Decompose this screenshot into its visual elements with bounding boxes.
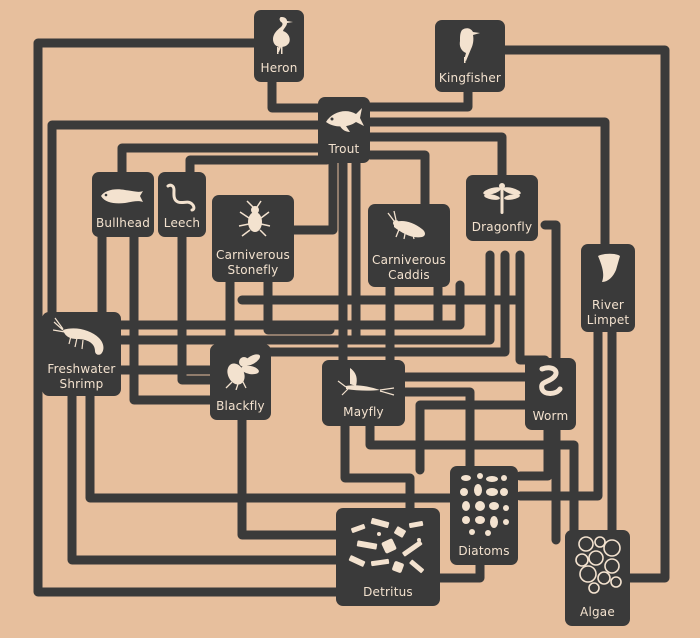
link-trout-limpet	[365, 117, 610, 253]
link-trout-shrimp	[47, 120, 325, 323]
kingfisher-label: Kingfisher	[438, 71, 502, 85]
stonefly-icon	[238, 200, 271, 237]
caddis-label-line2: Caddis	[388, 268, 430, 282]
caddis-label-line1: Carniverous	[372, 253, 446, 267]
stonefly-label-line2: Stonefly	[227, 263, 279, 277]
node-trout: Trout	[318, 97, 370, 163]
heron-icon	[273, 17, 293, 54]
link-mayfly-algae	[365, 420, 579, 540]
stonefly-label: Carniverous Stonefly	[212, 248, 294, 278]
mayfly-label: Mayfly	[343, 405, 384, 419]
node-leech: Leech	[158, 172, 206, 237]
link-blackfly-detritus	[237, 415, 345, 540]
link-trout-leech	[185, 155, 332, 183]
node-mayfly: Mayfly	[322, 360, 405, 426]
node-bullhead: Bullhead	[92, 172, 154, 237]
node-carniverous-stonefly: Carniverous Stonefly	[212, 195, 294, 282]
link-heron-trout	[267, 77, 325, 113]
detritus-icon	[348, 517, 425, 574]
caddis-icon	[387, 210, 425, 240]
node-freshwater-shrimp: Freshwater Shrimp	[42, 312, 121, 396]
worm-icon	[538, 365, 562, 396]
heron-label: Heron	[260, 61, 298, 75]
node-heron: Heron	[254, 10, 304, 82]
diatoms-icon	[460, 473, 509, 536]
node-blackfly: Blackfly	[210, 344, 271, 420]
link-limpet-diatoms	[515, 327, 603, 501]
shrimp-label-line2: Shrimp	[59, 377, 104, 391]
link-dragonfly-worm	[515, 250, 550, 365]
mayfly-icon	[337, 368, 394, 396]
link-trout-dragonfly	[363, 132, 507, 183]
kingfisher-icon	[459, 28, 480, 63]
detritus-label: Detritus	[363, 585, 413, 599]
limpet-label-line2: Limpet	[586, 313, 630, 327]
trout-label: Trout	[328, 142, 360, 156]
dragonfly-label: Dragonfly	[471, 220, 533, 234]
link-heron-detritus	[33, 38, 350, 597]
worm-label: Worm	[532, 409, 569, 423]
link-leech-blackfly	[177, 231, 217, 385]
shrimp-label: Freshwater Shrimp	[42, 362, 121, 392]
algae-label: Algae	[580, 605, 615, 619]
stonefly-label-line1: Carniverous	[216, 248, 290, 262]
link-kingfisher-trout	[365, 87, 473, 112]
dragonfly-icon	[483, 183, 521, 214]
bullhead-icon	[101, 189, 143, 204]
leech-label: Leech	[163, 216, 201, 230]
node-dragonfly: Dragonfly	[466, 175, 538, 241]
node-kingfisher: Kingfisher	[435, 20, 505, 92]
link-worm-detritus	[515, 425, 553, 481]
link-trout-caddis	[365, 150, 430, 210]
shrimp-icon	[52, 317, 103, 355]
link-shrimp-dragonfly-2	[265, 250, 510, 357]
node-algae: Algae	[565, 530, 630, 626]
limpet-icon	[598, 253, 620, 282]
link-diatoms-detritus	[435, 560, 485, 583]
leech-icon	[166, 183, 196, 212]
caddis-label: Carniverous Caddis	[368, 253, 450, 283]
trout-icon	[326, 108, 364, 132]
link-kingfisher-algae	[500, 45, 670, 583]
blackfly-label: Blackfly	[216, 399, 265, 413]
node-worm: Worm	[525, 358, 576, 430]
link-shrimp-dragonfly	[115, 250, 495, 345]
node-diatoms: Diatoms	[450, 466, 518, 565]
limpet-label: River Limpet	[581, 298, 635, 328]
node-river-limpet: River Limpet	[581, 244, 635, 332]
node-carniverous-caddis: Carniverous Caddis	[368, 204, 450, 287]
limpet-label-line1: River	[591, 298, 625, 312]
diatoms-label: Diatoms	[458, 544, 510, 558]
link-dragonfly-algae	[540, 220, 561, 545]
node-detritus: Detritus	[336, 508, 440, 606]
link-worm-diatoms	[415, 400, 537, 475]
bullhead-label: Bullhead	[95, 216, 151, 230]
link-trout-bullhead	[117, 143, 327, 183]
link-shrimp-detritus	[67, 387, 345, 565]
link-trout-stonefly	[289, 157, 338, 235]
link-bullhead-blackfly	[129, 231, 217, 405]
shrimp-label-line1: Freshwater	[47, 362, 116, 376]
link-shrimp-caddis	[115, 280, 465, 330]
blackfly-icon	[225, 354, 260, 390]
algae-icon	[574, 536, 622, 594]
link-shrimp-diatoms	[85, 387, 455, 503]
